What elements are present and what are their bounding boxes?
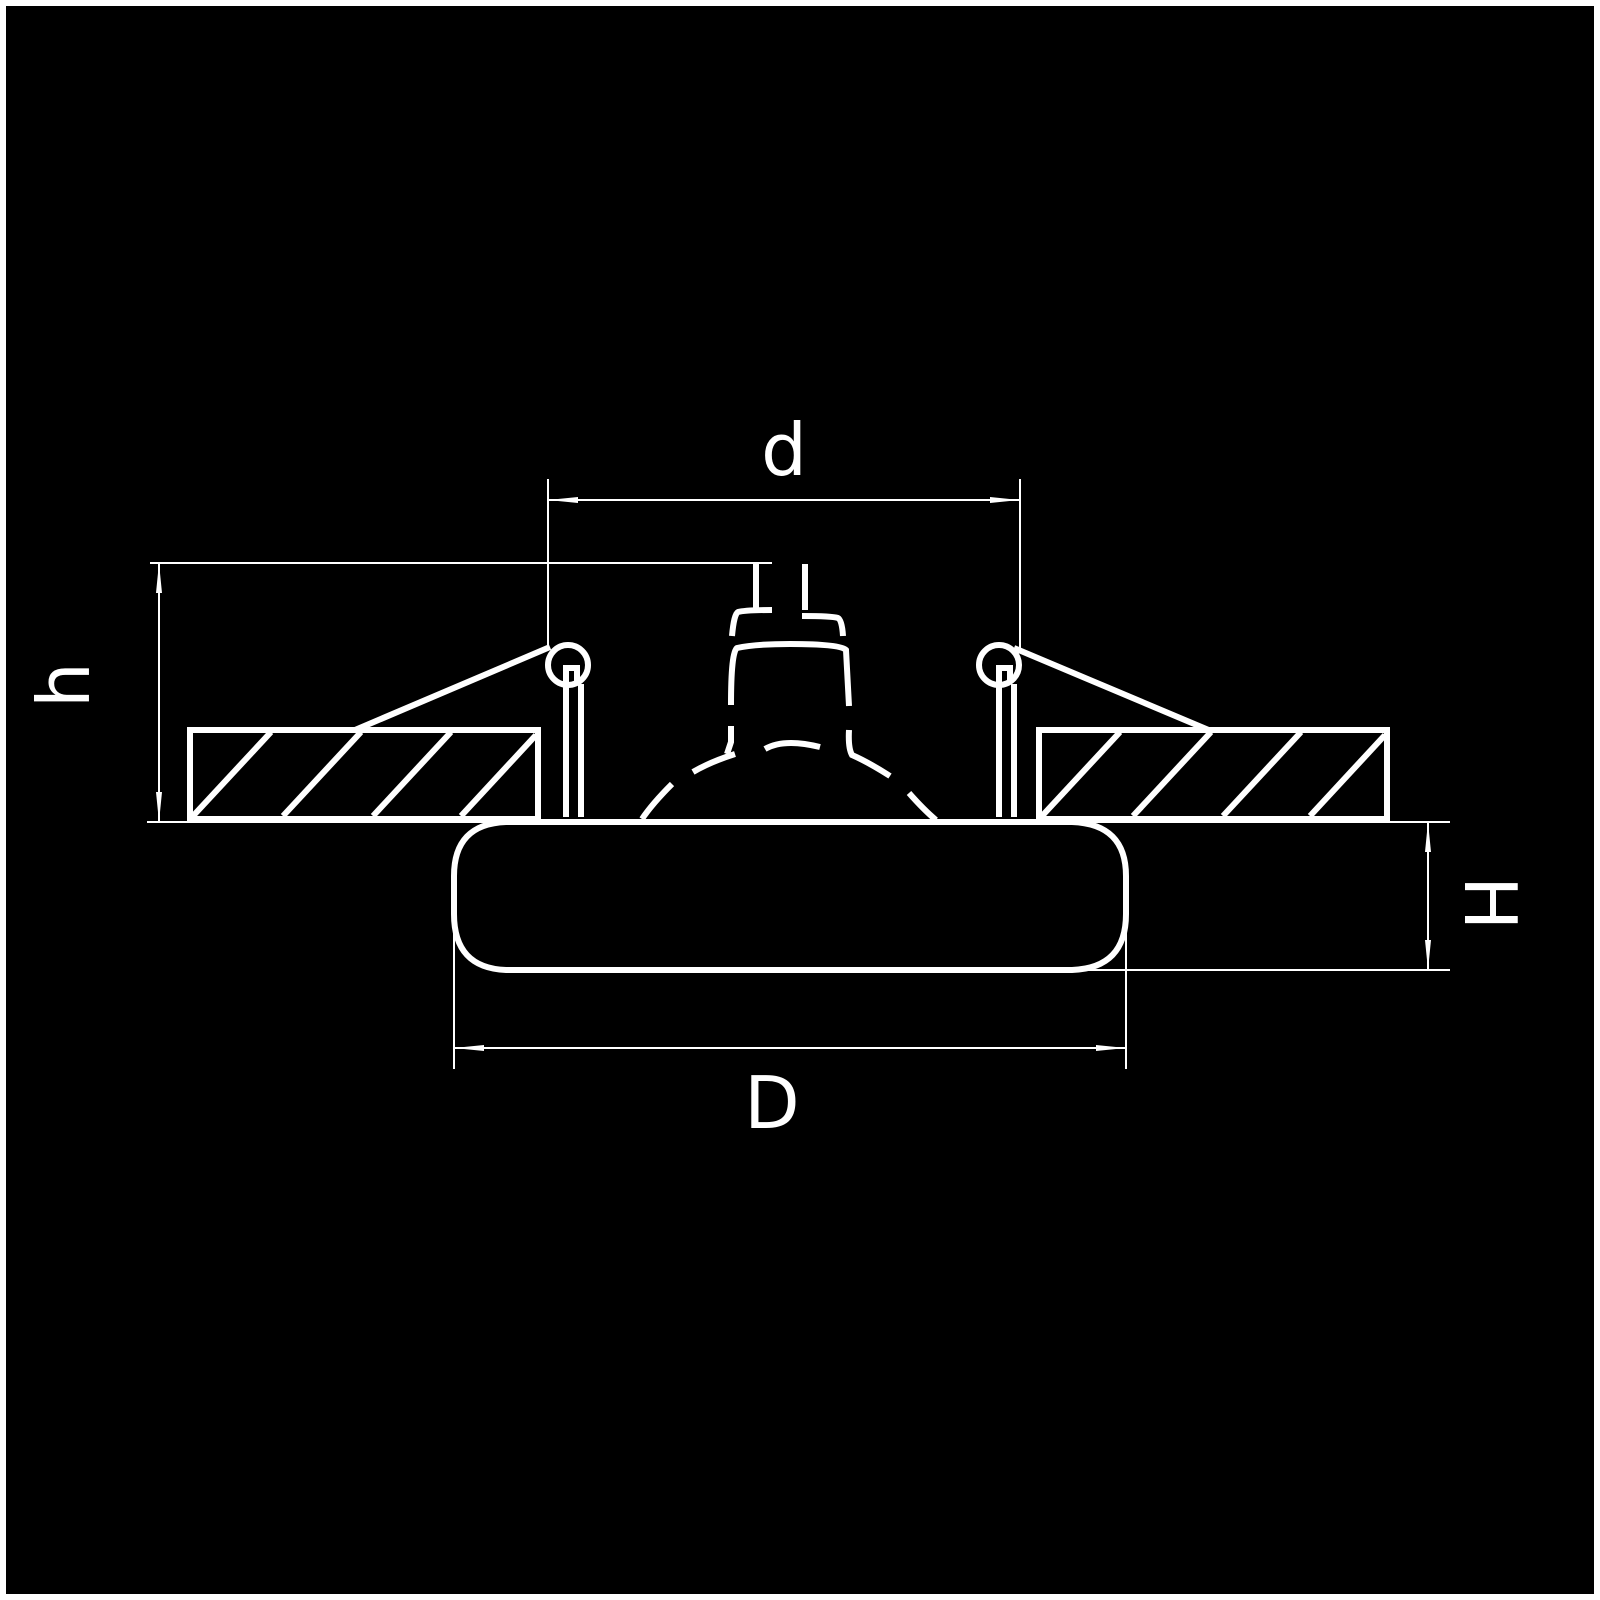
ceiling-panel-right — [1036, 727, 1390, 822]
dimension-D-label: D — [744, 1061, 799, 1145]
dimension-h-label: h — [22, 662, 106, 708]
lamp-outline-dashed — [639, 564, 938, 823]
ceiling-panel-left — [187, 727, 541, 822]
dimension-d-label: d — [761, 408, 807, 492]
fixture-body — [451, 819, 1129, 973]
dimension-H-label: H — [1448, 876, 1532, 930]
spring-clip-left — [353, 642, 591, 817]
extension-lines — [150, 479, 1450, 1069]
spring-clip-right — [976, 642, 1213, 817]
